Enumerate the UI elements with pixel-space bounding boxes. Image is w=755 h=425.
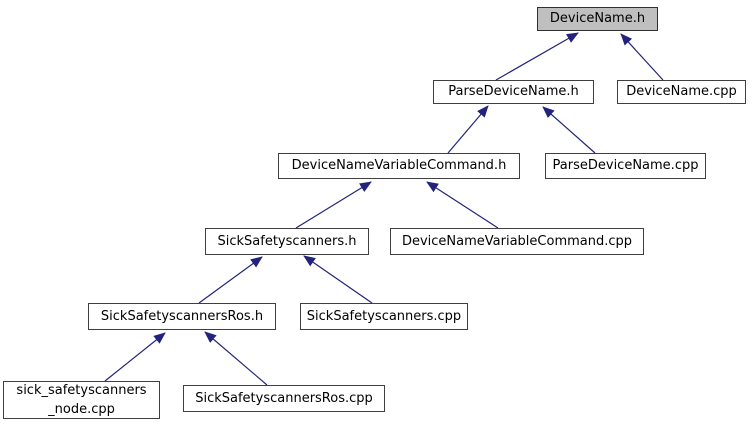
node-label-line: _node.cpp [48,402,115,417]
node-label: DeviceNameVariableCommand.h [291,158,507,173]
graph-node-sick-safetyscanners-node-cpp[interactable]: sick_safetyscanners _node.cpp [3,381,160,419]
graph-node-sicksafetyscanners-cpp[interactable]: SickSafetyscanners.cpp [300,303,468,330]
node-label: DeviceNameVariableCommand.cpp [401,233,633,249]
node-label: DeviceName.cpp [626,84,737,99]
graph-node-sicksafetyscannersros-h[interactable]: SickSafetyscannersRos.h [88,303,276,330]
edge-arrow [295,181,372,229]
edge-arrow [104,332,166,382]
graph-node-sicksafetyscannersros-cpp[interactable]: SickSafetyscannersRos.cpp [183,385,385,412]
edge-arrow [447,105,489,154]
graph-node-parsedevicename-cpp[interactable]: ParseDeviceName.cpp [545,153,706,179]
node-label: SickSafetyscannersRos.cpp [195,390,373,406]
node-label: SickSafetyscannersRos.h [100,308,264,324]
edge-arrow [620,33,664,81]
graph-node-devicenamevariablecommand-h[interactable]: DeviceNameVariableCommand.h [278,153,520,179]
node-label: SickSafetyscanners.cpp [306,308,462,324]
edge-arrow [426,181,499,229]
graph-node-parsedevicename-h[interactable]: ParseDeviceName.h [433,80,594,104]
edge-arrow [204,331,268,386]
graph-node-devicenamevariablecommand-cpp[interactable]: DeviceNameVariableCommand.cpp [390,228,644,255]
edge-arrow [198,256,263,304]
graph-node-devicename-h: DeviceName.h [537,7,658,31]
edge-arrow [542,106,596,154]
node-label-line: sick_safetyscanners [16,383,147,398]
node-label: ParseDeviceName.h [448,84,579,99]
graph-node-sicksafetyscanners-h[interactable]: SickSafetyscanners.h [205,228,369,255]
node-label: ParseDeviceName.cpp [552,158,699,173]
graph-node-devicename-cpp[interactable]: DeviceName.cpp [617,80,746,104]
edge-arrow [495,32,579,81]
node-label: DeviceName.h [549,11,646,26]
node-label: SickSafetyscanners.h [217,233,357,249]
edge-arrow [303,255,373,304]
